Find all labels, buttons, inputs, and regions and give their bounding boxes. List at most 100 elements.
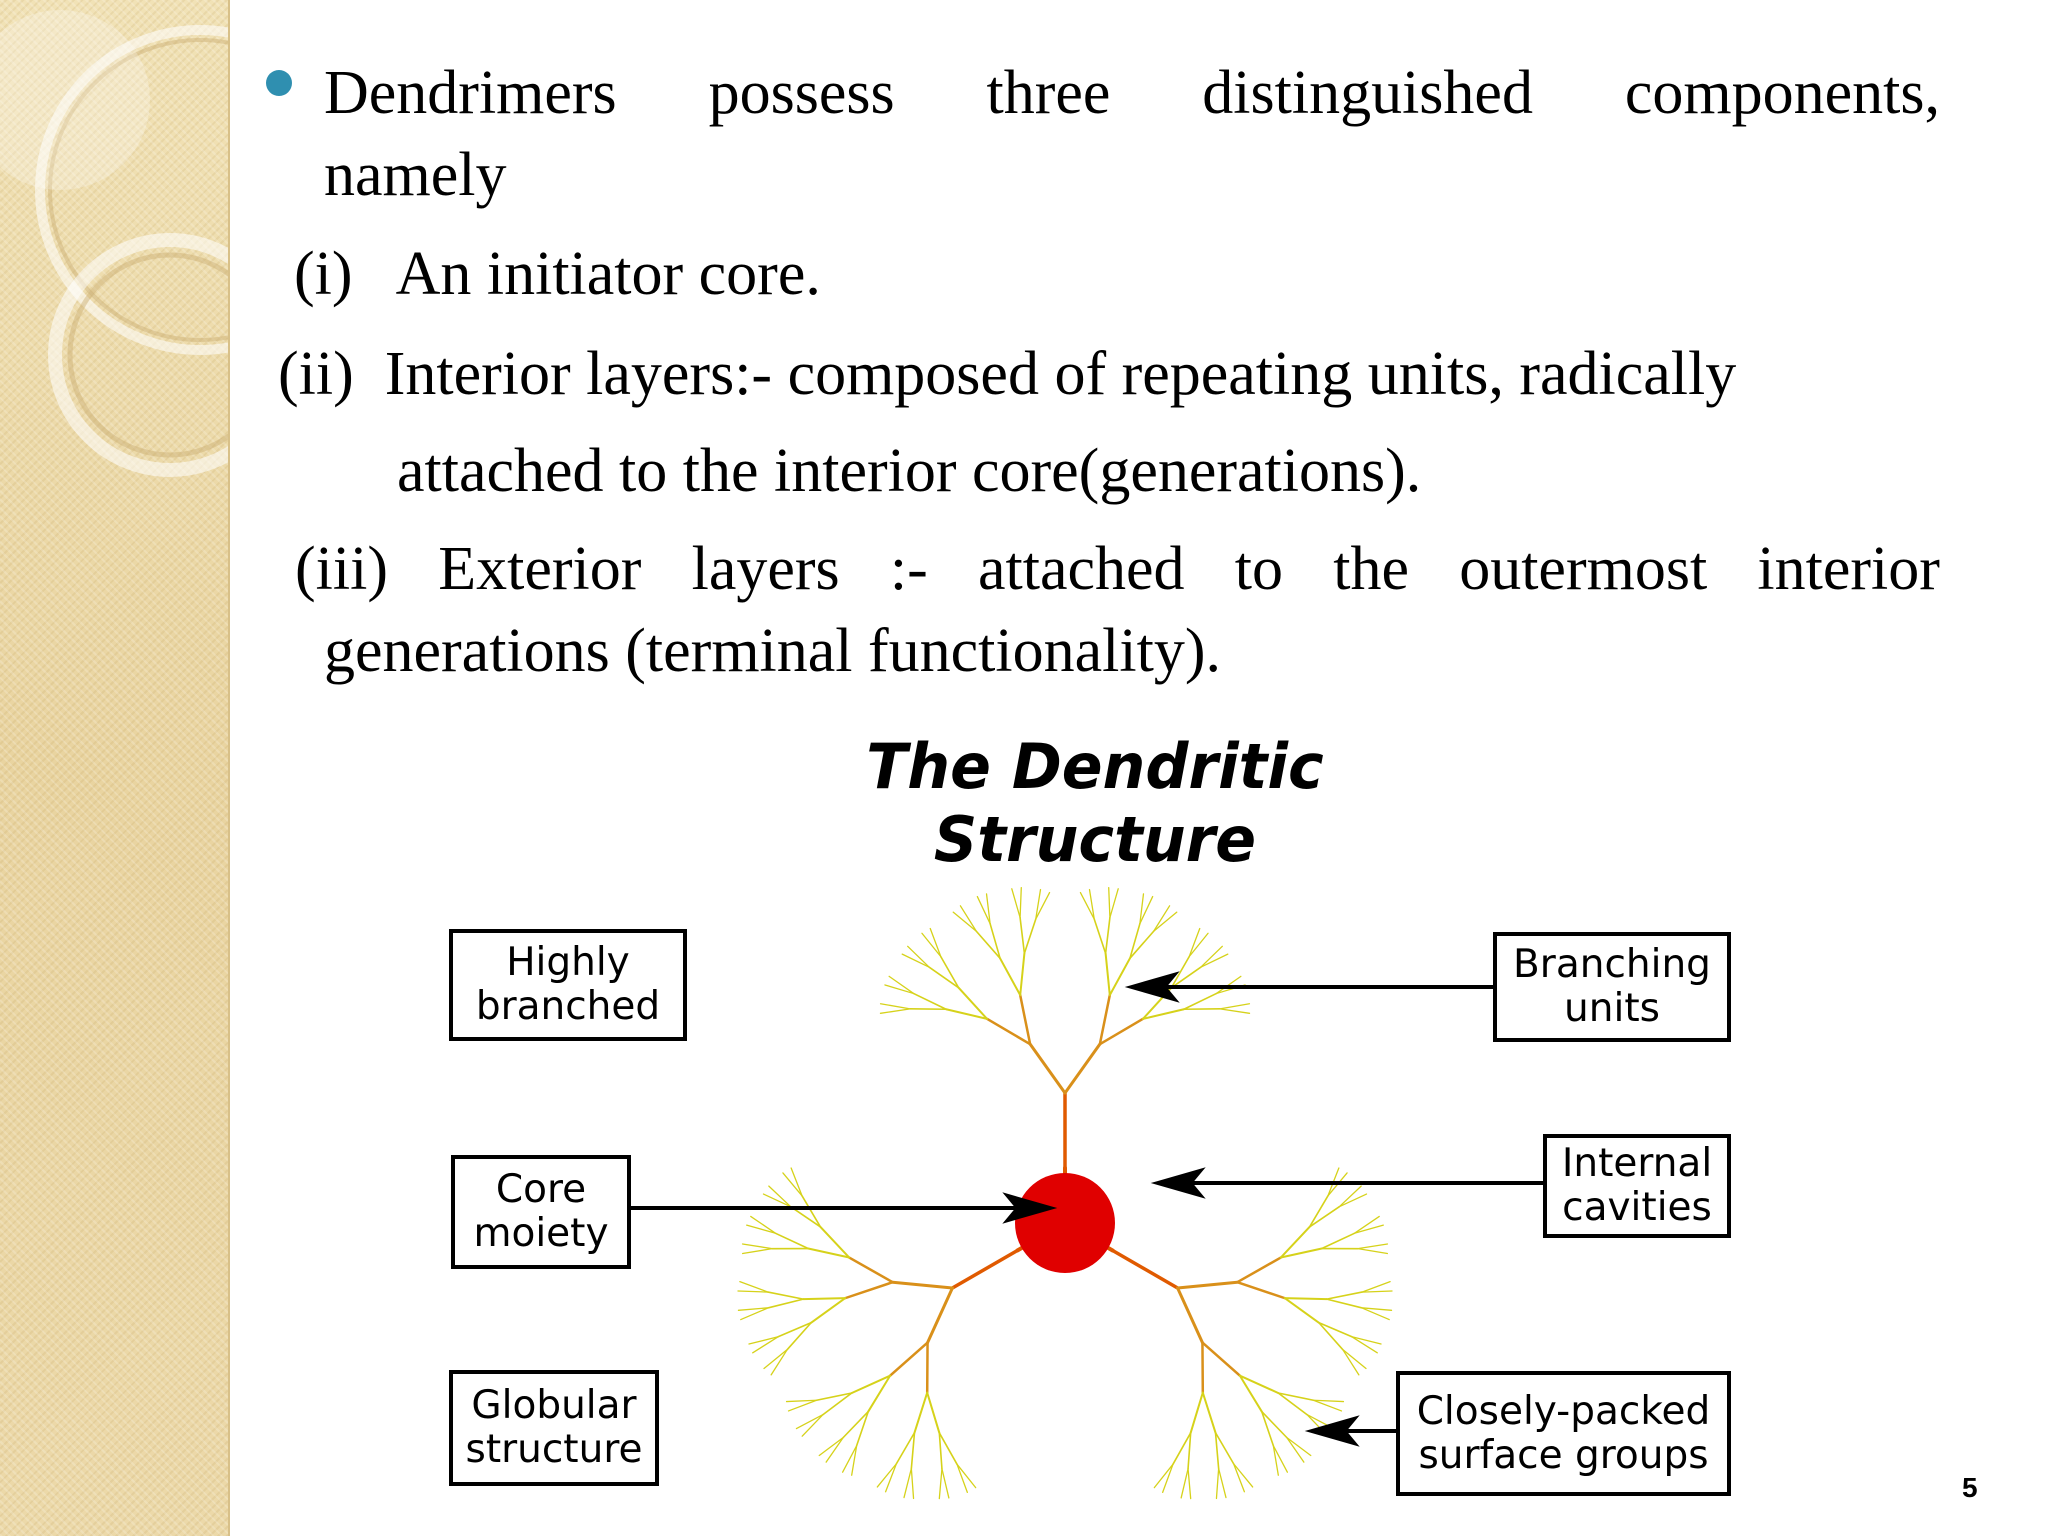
- branch-segment: [1325, 1298, 1363, 1309]
- branch-segment: [818, 1436, 844, 1457]
- branch-segment: [1286, 1436, 1312, 1457]
- branch-segment: [789, 1205, 822, 1228]
- branch-segment: [1214, 1431, 1220, 1470]
- branch-segment: [921, 932, 942, 958]
- branch-segment: [1236, 1256, 1283, 1284]
- branch-segment: [750, 1215, 777, 1234]
- branch-segment: [1342, 1348, 1360, 1376]
- branch-segment: [941, 1468, 950, 1499]
- branch-segment: [741, 1243, 773, 1250]
- branch-segment: [1104, 952, 1111, 997]
- bullet-word: three: [986, 59, 1111, 127]
- branch-segment: [847, 1256, 894, 1284]
- branch-segment: [1093, 918, 1107, 955]
- branch-segment: [777, 1321, 812, 1338]
- branch-segment: [810, 1297, 847, 1324]
- branch-segment: [1357, 1243, 1389, 1250]
- branch-segment: [1353, 1224, 1384, 1234]
- branch-segment: [762, 1193, 792, 1208]
- branch-segment: [884, 1463, 898, 1493]
- branch-segment: [975, 930, 1001, 960]
- label-line: Internal: [1561, 1141, 1713, 1186]
- branch-segment: [1180, 1468, 1189, 1499]
- branch-segment: [844, 1280, 894, 1300]
- branch-segment: [1260, 1410, 1275, 1447]
- branch-segment: [912, 992, 947, 1011]
- branch-segment: [1176, 1286, 1204, 1345]
- branch-segment: [740, 1307, 770, 1321]
- label-line: moiety: [473, 1211, 609, 1256]
- branch-segment: [739, 1280, 769, 1293]
- branch-segment: [1272, 1445, 1279, 1476]
- branch-segment: [1283, 1297, 1328, 1301]
- branch-segment: [825, 1436, 844, 1463]
- branch-segment: [1023, 918, 1037, 955]
- item-3-word: to: [1234, 535, 1283, 603]
- branch-segment: [1187, 1468, 1192, 1500]
- branch-segment: [1201, 1341, 1242, 1377]
- branch-segment: [1187, 1432, 1192, 1470]
- branch-segment: [1028, 1042, 1067, 1095]
- branch-segment: [928, 966, 960, 989]
- item-3-line-2: generations (terminal functionality).: [324, 617, 1221, 685]
- label-surface-groups: Closely-packed surface groups: [1396, 1371, 1731, 1496]
- bullet-word: distinguished: [1202, 59, 1533, 127]
- branch-segment: [901, 953, 930, 968]
- branch-segment: [999, 957, 1022, 997]
- branch-segment: [1318, 1321, 1344, 1351]
- branch-segment: [945, 1008, 989, 1020]
- item-2-line-1: (ii) Interior layers:- composed of repea…: [278, 340, 1737, 408]
- branch-segment: [891, 1280, 954, 1290]
- branch-segment: [1129, 922, 1141, 960]
- branch-segment: [1200, 945, 1223, 968]
- branch-segment: [1176, 1280, 1239, 1290]
- branch-segment: [802, 1297, 847, 1301]
- branch-segment: [895, 1431, 916, 1465]
- branch-segment: [938, 1432, 943, 1470]
- branch-segment: [767, 1298, 805, 1309]
- item-3-line-1: (iii) Exterior layers :- attached to the…: [295, 538, 1940, 600]
- bullet-line-2: namely: [324, 141, 507, 209]
- branch-segment: [1141, 1008, 1185, 1020]
- branch-segment: [926, 1286, 954, 1345]
- branch-segment: [1098, 993, 1112, 1046]
- branch-segment: [985, 893, 991, 925]
- branch-segment: [801, 1195, 822, 1228]
- branch-segment: [956, 1463, 977, 1489]
- branch-segment: [1110, 1248, 1180, 1290]
- branch-segment: [879, 1008, 911, 1014]
- branch-segment: [850, 1374, 892, 1394]
- branch-segment: [957, 986, 989, 1020]
- branch-segment: [752, 1336, 779, 1354]
- branch-segment: [989, 922, 1001, 960]
- branch-segment: [1238, 1374, 1280, 1394]
- label-highly-branched: Highly branched: [449, 929, 687, 1041]
- branch-segment: [1108, 887, 1111, 919]
- branch-segment: [785, 1399, 818, 1403]
- branch-segment: [1279, 1247, 1323, 1259]
- branch-segment: [1232, 1463, 1246, 1493]
- branch-segment: [822, 1392, 853, 1416]
- branch-segment: [1232, 1463, 1254, 1488]
- core-circle: [1015, 1173, 1115, 1273]
- branch-segment: [842, 1410, 870, 1439]
- branch-segment: [1035, 891, 1051, 920]
- arrow-head-icon: [1304, 1415, 1360, 1447]
- branch-segment: [768, 1185, 792, 1208]
- branch-segment: [1279, 1225, 1311, 1259]
- branch-segment: [1162, 1463, 1174, 1493]
- branch-segment: [1214, 1431, 1235, 1465]
- branch-segment: [1308, 1195, 1329, 1228]
- arrow-head-icon: [1002, 1192, 1058, 1224]
- branch-segment: [888, 975, 915, 995]
- branch-segment: [1153, 905, 1171, 932]
- branch-segment: [1360, 1307, 1390, 1321]
- branch-segment: [1277, 1392, 1308, 1416]
- branch-segment: [938, 1432, 958, 1465]
- branch-segment: [1189, 1391, 1204, 1434]
- branch-segment: [1338, 1185, 1362, 1208]
- branch-segment: [1088, 888, 1095, 920]
- branch-segment: [884, 984, 915, 995]
- branch-segment: [888, 1341, 929, 1377]
